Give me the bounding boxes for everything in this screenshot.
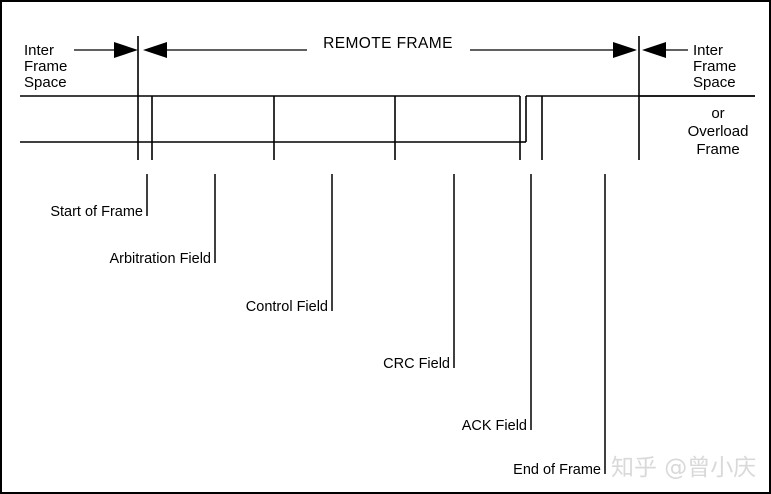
remote-frame-title: REMOTE FRAME xyxy=(323,35,453,52)
watermark-text: 知乎 @曾小庆 xyxy=(611,455,756,481)
right-inter-frame-space-label: Inter Frame Space xyxy=(693,42,736,91)
right-overload-frame-label: or Overload Frame xyxy=(688,105,749,158)
frame-field-boxes xyxy=(151,95,521,160)
field-leader-lines xyxy=(146,174,606,474)
right-ifs-line1: Inter xyxy=(693,42,723,59)
label-start-of-frame: Start of Frame xyxy=(50,204,143,220)
overload-line1: or xyxy=(711,105,724,122)
label-ack-field: ACK Field xyxy=(462,418,527,434)
overload-line3: Frame xyxy=(696,141,739,158)
label-control-field: Control Field xyxy=(246,299,328,315)
left-ifs-line3: Space xyxy=(24,74,67,91)
right-ifs-line2: Frame xyxy=(693,58,736,75)
left-ifs-line2: Frame xyxy=(24,58,67,75)
overload-line2: Overload xyxy=(688,123,749,140)
right-ifs-line3: Space xyxy=(693,74,736,91)
left-ifs-line1: Inter xyxy=(24,42,54,59)
right-inter-frame-space-arrow xyxy=(642,42,688,58)
remote-frame-span-arrow xyxy=(143,42,637,58)
left-inter-frame-space-label: Inter Frame Space xyxy=(24,42,67,91)
label-arbitration-field: Arbitration Field xyxy=(109,251,211,267)
label-end-of-frame: End of Frame xyxy=(513,462,601,478)
left-inter-frame-space-arrow xyxy=(74,42,138,58)
ack-slot-box xyxy=(520,96,543,160)
label-crc-field: CRC Field xyxy=(383,356,450,372)
